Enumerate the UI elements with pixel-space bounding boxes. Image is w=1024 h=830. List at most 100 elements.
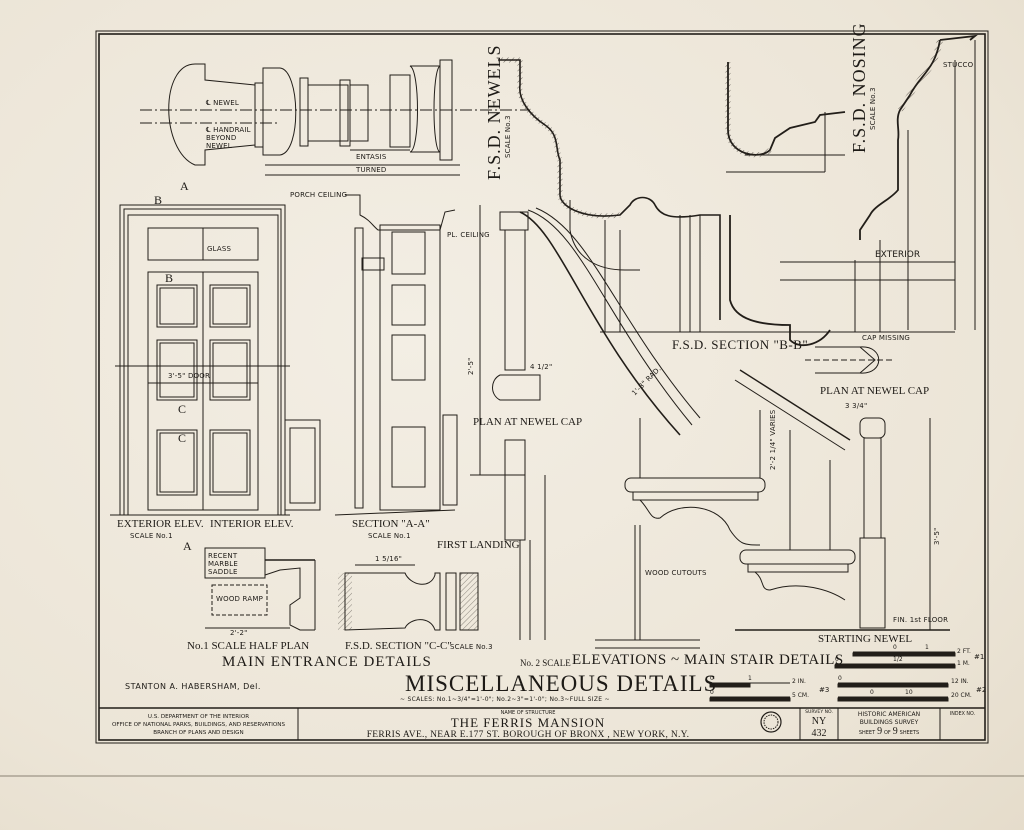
label-wood-ramp: WOOD RAMP <box>216 595 263 603</box>
sheet-word: SHEET <box>858 730 876 736</box>
scale-elev: SCALE No.1 <box>130 532 173 540</box>
label-porch-ceiling: PORCH CEILING <box>290 191 348 199</box>
section-bb-drawing <box>569 200 955 347</box>
structure-address: FERRIS AVE., NEAR E.177 ST. BOROUGH OF B… <box>366 730 690 740</box>
sheet-title: MISCELLANEOUS DETAILS <box>405 671 718 696</box>
section-aa-drawing <box>334 194 458 516</box>
scale-fsd-newels: SCALE No.3 <box>504 115 512 158</box>
scale-no1-label: #1 <box>974 653 985 661</box>
sheet-total: 9 <box>892 726 898 737</box>
title-interior-elev: INTERIOR ELEV. <box>210 518 294 530</box>
sheet-count: SHEET 9 OF 9 SHEETS <box>838 727 940 738</box>
fsd-newel-moulding <box>498 57 721 320</box>
scale-no3-top-2: 2 IN. <box>792 678 806 685</box>
title-fsd-nosing: F.S.D. NOSING <box>849 22 869 153</box>
scale-section-aa: SCALE No.1 <box>368 532 411 540</box>
half-plan-drawing <box>204 547 316 631</box>
title-half-plan: No.1 SCALE HALF PLAN <box>187 640 310 652</box>
scale-section-cc: SCALE No.3 <box>450 643 493 651</box>
scale-no1-bottom-1m: 1 M. <box>957 660 970 667</box>
label-turned: TURNED <box>356 166 387 174</box>
title-exterior-elev: EXTERIOR ELEV. <box>117 518 204 530</box>
stair-elevation-drawing <box>595 369 950 649</box>
label-cap-missing: CAP MISSING <box>862 334 911 342</box>
sheet-border-outer <box>95 30 989 744</box>
survey-no-label: SURVEY NO. <box>805 710 833 715</box>
label-recent-marble-saddle: RECENT MARBLE SADDLE <box>208 552 239 576</box>
scale-bar-no3 <box>709 682 791 702</box>
agency-line-2: OFFICE OF NATIONAL PARKS, BUILDINGS, AND… <box>111 722 286 728</box>
scale-no1-top-1: 1 <box>925 644 929 651</box>
label-newel-centerline: ℄ NEWEL <box>206 99 240 107</box>
section-marker-c-bottom: C <box>178 431 187 445</box>
label-exterior: EXTERIOR <box>875 250 921 260</box>
label-glass: GLASS <box>207 245 232 253</box>
scale-no2-bottom-10: 10 <box>905 689 913 696</box>
dim-door-width: 3'-5" DOOR <box>168 372 211 380</box>
scale-no3-label: #3 <box>819 686 830 694</box>
scale-bar-no1 <box>834 651 956 669</box>
agency-line-3: BRANCH OF PLANS AND DESIGN <box>153 730 244 736</box>
scale-fsd-nosing: SCALE No.3 <box>869 87 877 130</box>
scale-no1-bottom-0: 0 <box>835 656 839 663</box>
dim-3-3-4: 3 3/4" <box>845 402 868 410</box>
habs-seal-inner <box>763 714 779 730</box>
newel-profile-drawing <box>140 59 530 176</box>
cornice-profile <box>859 34 979 330</box>
scale-no2-top-0: 0 <box>838 675 842 682</box>
label-first-landing: FIRST LANDING <box>437 539 520 551</box>
label-entasis: ENTASIS <box>356 153 387 161</box>
dim-half-plan: 2'-2" <box>230 629 248 637</box>
title-fsd-section-bb: F.S.D. SECTION "B-B" <box>672 337 809 352</box>
title-plan-newel-cap-right: PLAN AT NEWEL CAP <box>820 385 930 397</box>
cap-missing-drawing <box>805 346 895 374</box>
habs-seal <box>760 711 782 733</box>
scale-no2-top-12: 12 IN. <box>951 678 969 685</box>
scale-no2-bottom-0: 0 <box>870 689 874 696</box>
scale-no1-top-0: 0 <box>893 644 897 651</box>
title-elevations-main-stair: ELEVATIONS ~ MAIN STAIR DETAILS <box>572 652 844 668</box>
title-section-cc: F.S.D. SECTION "C-C" <box>345 640 452 652</box>
program-name: HISTORIC AMERICAN BUILDINGS SURVEY SHEET… <box>838 711 940 738</box>
dim-4-1-2: 4 1/2" <box>530 363 553 371</box>
title-block-agency: U.S. DEPARTMENT OF THE INTERIOR OFFICE O… <box>99 713 298 737</box>
title-main-entrance-details: MAIN ENTRANCE DETAILS <box>222 654 432 670</box>
agency-line-1: U.S. DEPARTMENT OF THE INTERIOR <box>147 714 250 720</box>
delineator-credit: STANTON A. HABERSHAM, Del. <box>125 682 261 691</box>
scale-no3-top-0: 0 <box>710 675 714 682</box>
curved-handrail-drawing <box>470 205 701 640</box>
scale-bar-no2 <box>837 682 949 702</box>
scale-no1-top-2: 2 FT. <box>957 648 971 655</box>
survey-number: 432 <box>811 728 827 739</box>
program-line-1: HISTORIC AMERICAN <box>857 711 921 718</box>
section-cc-drawing <box>338 564 479 631</box>
scale-no3-bottom-5: 5 CM. <box>792 692 809 699</box>
title-fsd-newels: F.S.D. NEWELS <box>484 44 504 180</box>
program-line-2: BUILDINGS SURVEY <box>859 719 919 726</box>
title-starting-newel: STARTING NEWEL <box>818 633 913 645</box>
scale-no2-bottom-20: 20 CM. <box>951 692 972 699</box>
survey-state: NY <box>811 716 827 727</box>
scale-no3-top-1: 1 <box>748 675 752 682</box>
sheet-border-inner <box>98 33 986 741</box>
of-word: OF <box>884 730 891 736</box>
dim-varies: 2'-2 1/4" VARIES <box>769 409 777 470</box>
label-wood-cutouts: WOOD CUTOUTS <box>645 569 707 577</box>
sheet-number: 9 <box>877 726 883 737</box>
label-fin-floor: FIN. 1st FLOOR <box>893 616 949 624</box>
sheet-scales-note: ~ SCALES: No.1~3/4"=1'-0"; No.2~3"=1'-0"… <box>400 696 610 703</box>
scale-no2-label: #2 <box>976 686 987 694</box>
label-stucco: STUCCO <box>943 61 974 69</box>
label-handrail-centerline: ℄ HANDRAIL BEYOND NEWEL <box>206 126 251 150</box>
scale-no1-bottom-half: 1/2 <box>893 656 903 663</box>
structure-name: THE FERRIS MANSION <box>450 715 606 730</box>
dim-3-5: 3'-5" <box>933 527 941 545</box>
section-marker-a-plan: A <box>183 539 192 553</box>
sheets-word: SHEETS <box>899 730 920 736</box>
section-marker-a: A <box>180 179 189 193</box>
label-pl-ceiling: PL. CEILING <box>447 231 490 239</box>
section-marker-b-bottom: B <box>165 271 174 285</box>
scale-no3-bottom-0: 0 <box>710 689 714 696</box>
